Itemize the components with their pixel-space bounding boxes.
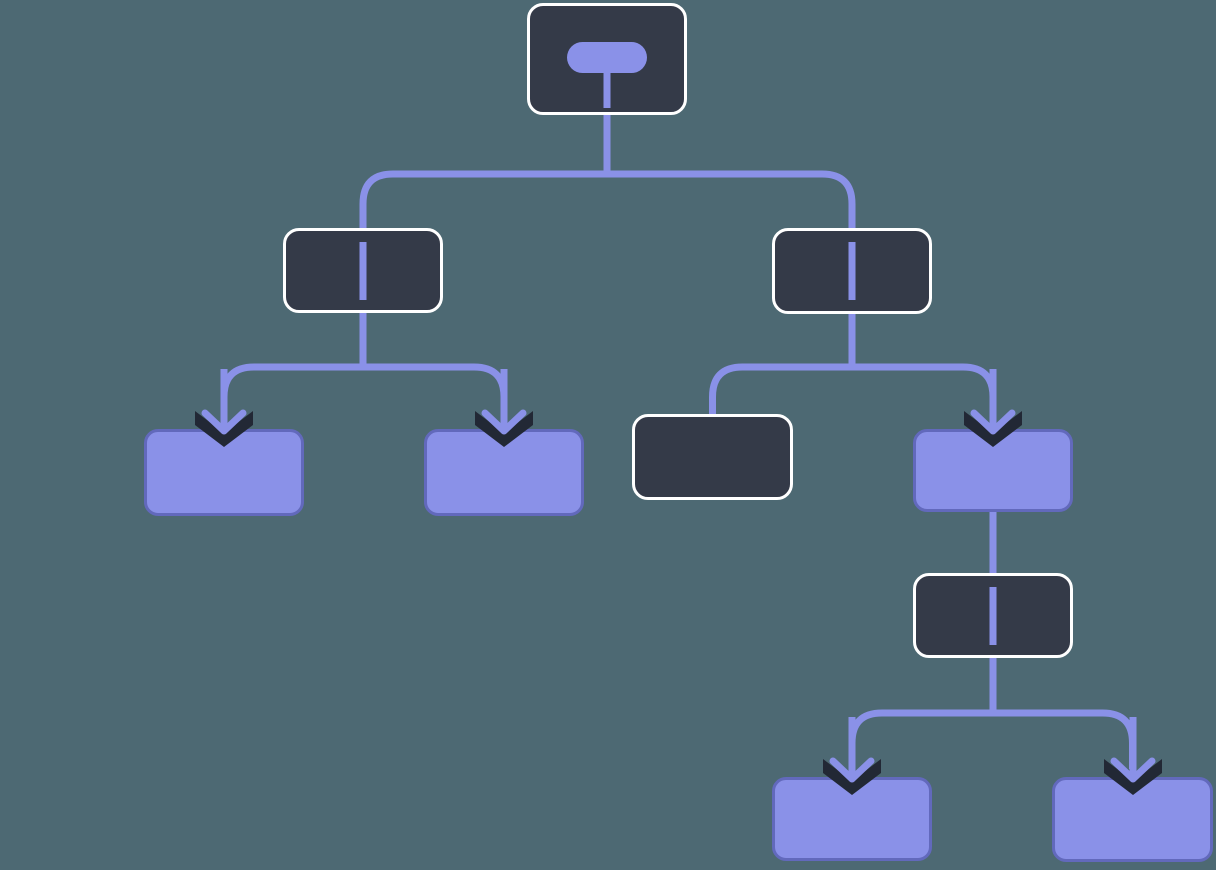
tree-root-icon [567, 42, 647, 73]
pass-through-line-icon [989, 587, 997, 645]
arrowhead-icon [829, 717, 875, 783]
tree-node-root [527, 3, 687, 115]
pass-through-line-icon [848, 242, 856, 300]
arrowhead-icon [481, 369, 527, 435]
tree-node-branch-left [283, 228, 443, 313]
tree-node-pass-purple [913, 429, 1073, 512]
arrowhead-icon [201, 369, 247, 435]
tree-root-stem-icon [603, 72, 611, 108]
tree-node-plain-dark [632, 414, 793, 500]
tree-node-leaf-mid-left [424, 429, 584, 516]
tree-node-branch-right [772, 228, 932, 314]
tree-node-leaf-far-left [144, 429, 304, 516]
pass-through-line-icon [359, 242, 367, 300]
tree-node-leaf-bottom-left [772, 777, 932, 861]
tree-node-leaf-bottom-right [1052, 777, 1213, 862]
tree-node-branch-bottom [913, 573, 1073, 658]
arrowhead-icon [1110, 717, 1155, 783]
arrowhead-icon [970, 369, 1016, 435]
